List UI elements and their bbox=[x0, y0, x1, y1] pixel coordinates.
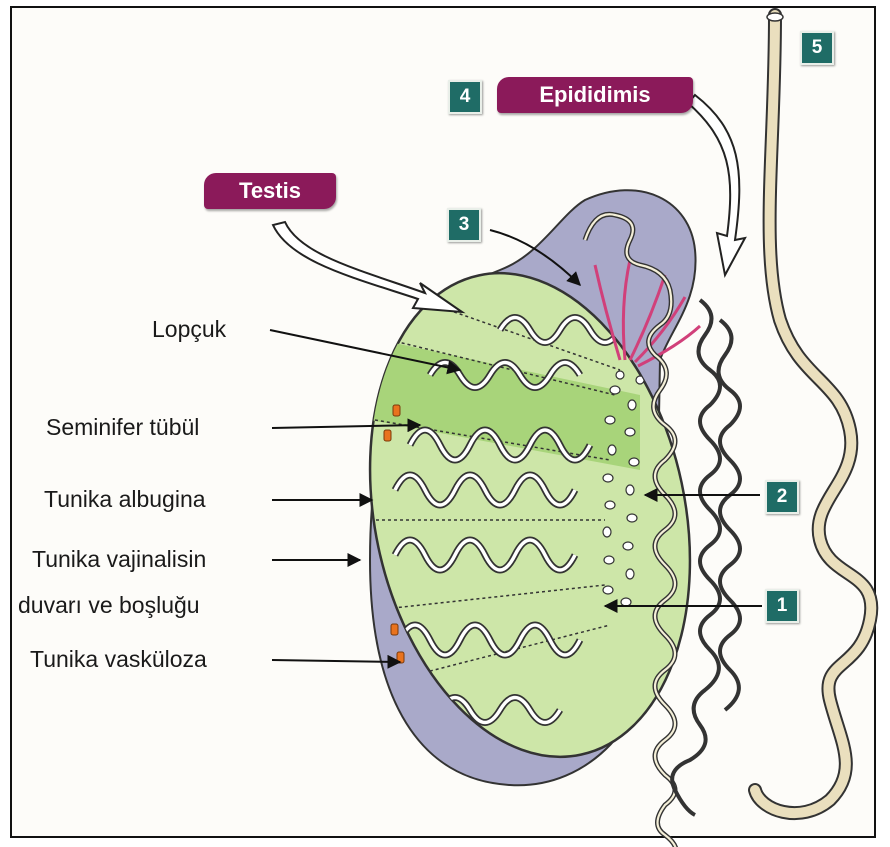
epididymis-pointer-arrow bbox=[688, 95, 745, 275]
number-badge-4: 4 bbox=[448, 80, 482, 114]
label-tunica-vasculosa: Tunika vasküloza bbox=[30, 646, 207, 673]
label-seminiferous-tubule: Seminifer tübül bbox=[46, 414, 199, 441]
label-lobule: Lopçuk bbox=[152, 316, 226, 343]
label-tunica-vaginalis-line1: Tunika vajinalisin bbox=[32, 546, 206, 573]
number-badge-5: 5 bbox=[800, 31, 834, 65]
number-badge-2: 2 bbox=[765, 480, 799, 514]
title-testis: Testis bbox=[204, 173, 336, 209]
number-badge-3: 3 bbox=[447, 208, 481, 242]
title-epididymis: Epididimis bbox=[497, 77, 693, 113]
label-tunica-albuginea: Tunika albugina bbox=[44, 486, 206, 513]
testis-pointer-arrow bbox=[273, 222, 462, 312]
label-tunica-vaginalis-line2: duvarı ve boşluğu bbox=[18, 592, 200, 619]
number-badge-1: 1 bbox=[765, 589, 799, 623]
